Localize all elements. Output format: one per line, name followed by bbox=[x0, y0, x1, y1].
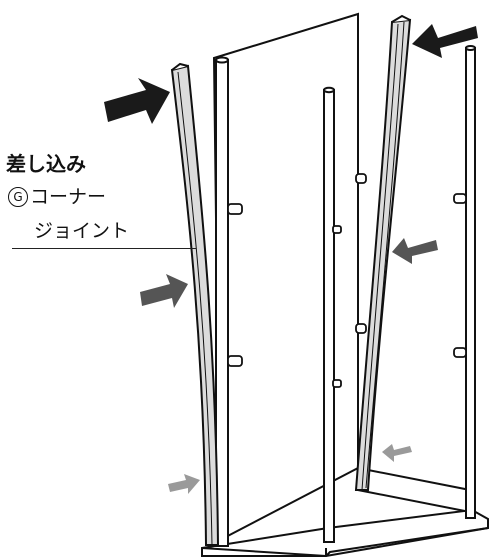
circled-letter-g-icon: G bbox=[8, 187, 28, 207]
post-right bbox=[465, 45, 476, 519]
post-front bbox=[323, 86, 335, 543]
base-tray bbox=[201, 508, 489, 558]
leader-line bbox=[12, 248, 196, 249]
arrow-icon bbox=[392, 238, 438, 264]
label-joint: ジョイント bbox=[34, 220, 130, 242]
arrow-icon bbox=[412, 24, 478, 58]
label-insert: 差し込み bbox=[6, 152, 86, 176]
hinge-clips bbox=[227, 173, 467, 388]
arrow-icon bbox=[382, 444, 412, 462]
arrow-icon bbox=[104, 78, 170, 124]
arrow-icon bbox=[140, 274, 188, 308]
label-corner-text: コーナー bbox=[30, 186, 107, 208]
post-left bbox=[215, 56, 229, 547]
corner-joint-left bbox=[170, 62, 220, 546]
back-glass-panel bbox=[212, 12, 359, 542]
corner-joint-right bbox=[354, 14, 412, 491]
right-glass-panel bbox=[357, 466, 471, 514]
arrow-icon bbox=[168, 474, 200, 494]
